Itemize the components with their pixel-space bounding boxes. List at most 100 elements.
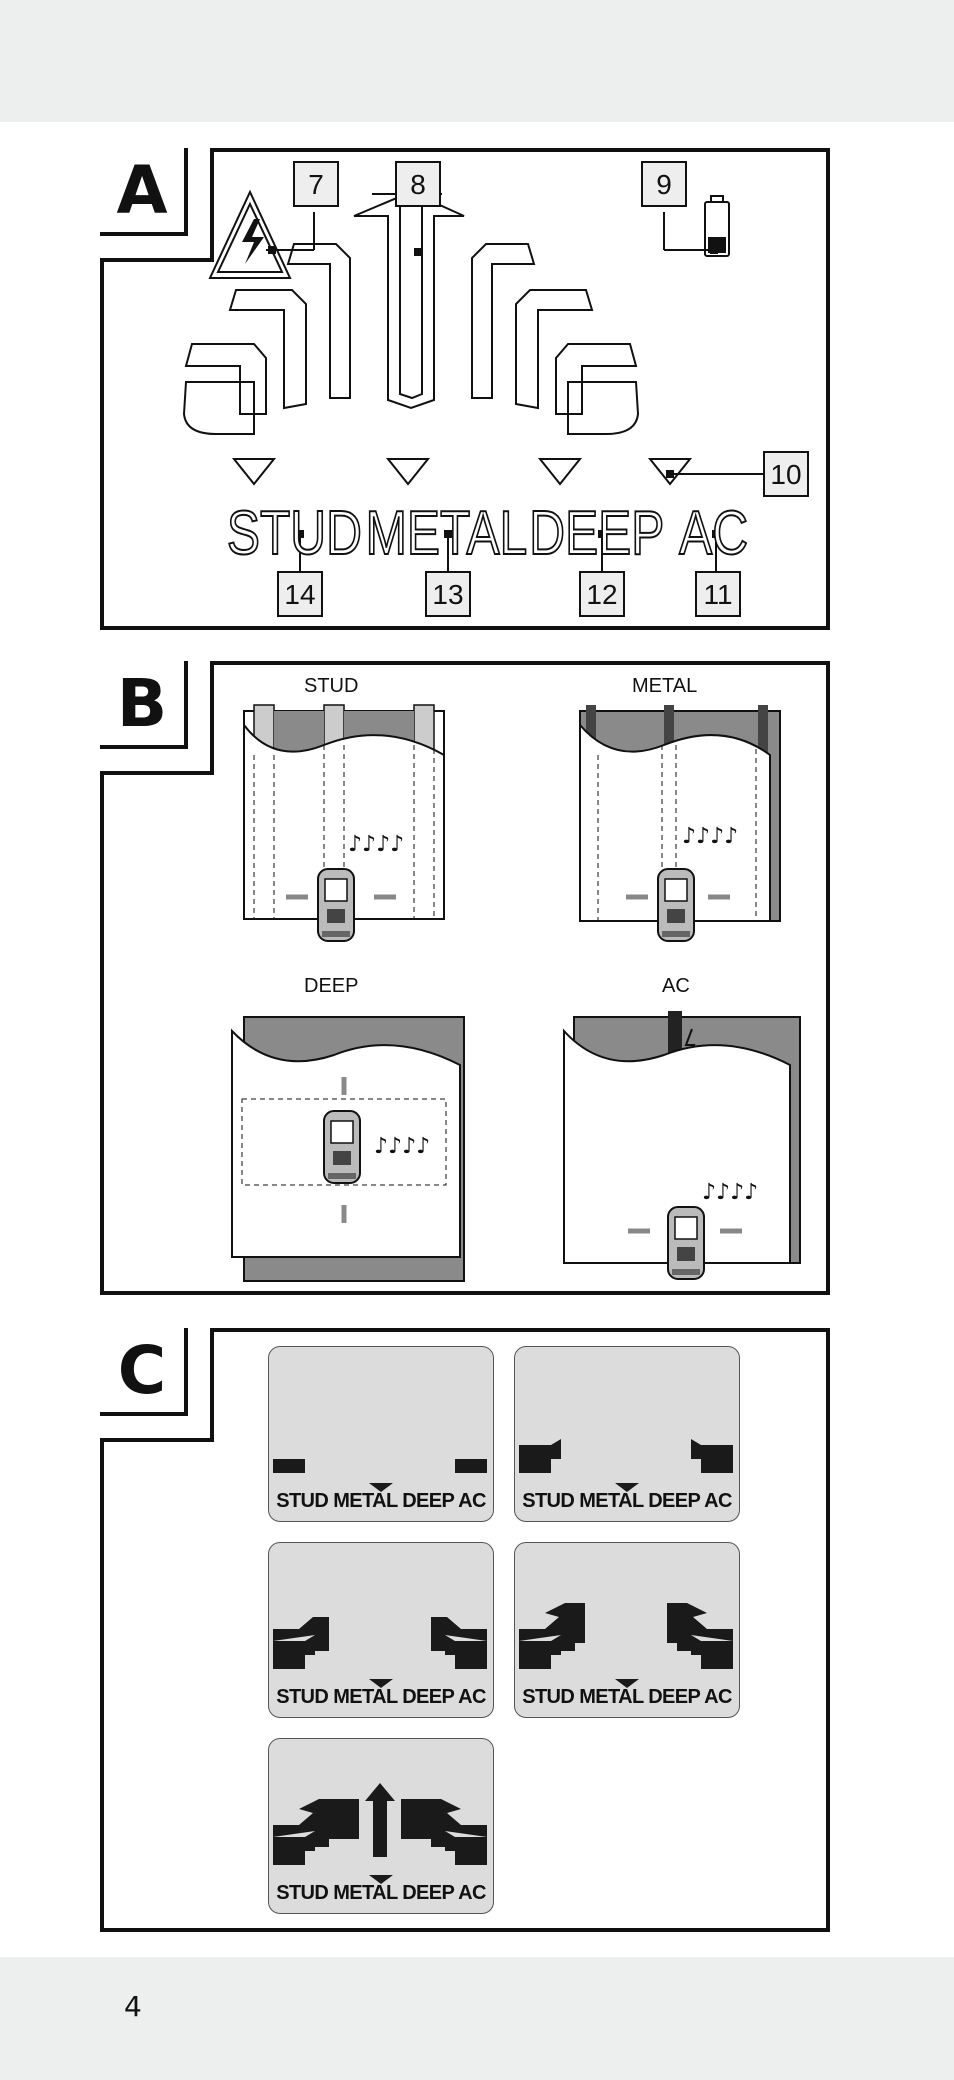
right-bar-1: [701, 1459, 733, 1473]
left-bar-1: [273, 1459, 305, 1473]
right-bar-2: [445, 1635, 487, 1655]
callout-12: 12: [586, 579, 617, 610]
mode-label-ac: AC: [662, 975, 690, 997]
callout-13-box: [425, 571, 471, 617]
metal-indicator: [385, 458, 431, 486]
deep-illustration: [231, 1016, 465, 1282]
callout-14: 14: [284, 579, 315, 610]
callout-13: 13: [432, 579, 463, 610]
lcd-label-stud: STUD: [227, 498, 362, 568]
stud-indicator: [231, 458, 277, 486]
lcd-display-diagram: 7 8 9 10 11 12 13 14 STUD METAL DEEP AC: [182, 161, 809, 617]
usage-illustrations: ♪♪♪♪: [231, 704, 801, 1282]
left-bar-3: [273, 1617, 329, 1651]
lcd-level-4: STUD METAL DEEP AC: [514, 1542, 740, 1718]
lcd-level-2: STUD METAL DEEP AC: [514, 1346, 740, 1522]
center-arrow: [365, 1783, 395, 1857]
lcd-segments: [273, 1459, 487, 1492]
callout-8-box: [395, 161, 441, 207]
callout-10: 10: [770, 459, 801, 490]
callout-7: 7: [308, 169, 324, 200]
left-bar-5: [339, 1799, 359, 1839]
callout-9-box: [641, 161, 687, 207]
mode-indicator-triangle: [369, 1679, 393, 1688]
battery-icon: [704, 195, 730, 257]
lcd-text: STUD METAL DEEP AC: [276, 1882, 486, 1904]
right-bar-1: [455, 1851, 487, 1865]
left-bar-3: [273, 1813, 329, 1847]
callout-8: 8: [410, 169, 426, 200]
right-segment-2: [515, 289, 594, 410]
left-bar-2: [273, 1635, 315, 1655]
left-bar-4: [545, 1603, 585, 1643]
figure-c-letter: C: [100, 1328, 188, 1416]
left-bar-4: [299, 1799, 339, 1839]
right-segment-1: [471, 243, 536, 399]
lcd-label-deep: DEEP: [529, 498, 664, 568]
lcd-level-5: STUD METAL DEEP AC: [268, 1738, 494, 1914]
figure-b-tab: B: [100, 661, 214, 775]
lcd-label-ac: AC: [679, 498, 748, 568]
left-bar-2: [519, 1635, 561, 1655]
lcd-text: STUD METAL DEEP AC: [276, 1686, 486, 1708]
lcd-segments: [273, 1617, 487, 1688]
right-bar-4: [421, 1799, 461, 1839]
callout-11-box: [695, 571, 741, 617]
figure-a-panel: A: [100, 148, 830, 630]
page-number: 4: [124, 1990, 142, 2023]
right-bar-5: [401, 1799, 421, 1839]
callout-10-box: [763, 451, 809, 497]
top-margin-band: [0, 0, 954, 122]
left-segment-1: [286, 243, 351, 399]
right-bar-3: [677, 1617, 733, 1651]
left-bar-3: [519, 1617, 575, 1651]
right-bar-1: [455, 1655, 487, 1669]
right-bar-4: [667, 1603, 707, 1643]
metal-illustration: [579, 705, 781, 942]
mode-label-deep: DEEP: [304, 975, 359, 997]
left-segment-4: [182, 381, 255, 435]
figure-b-panel: B STUD METAL DEEP AC ♪♪♪♪: [100, 661, 830, 1295]
left-segment-2: [228, 289, 307, 410]
right-bar-3: [431, 1813, 487, 1847]
mode-indicator-triangle: [615, 1483, 639, 1492]
lcd-level-1: STUD METAL DEEP AC: [268, 1346, 494, 1522]
mode-indicator-triangle: [369, 1875, 393, 1884]
figure-c-panel: C STUD METAL DEEP AC STUD METAL DEEP AC …: [100, 1328, 830, 1932]
lcd-level-3: STUD METAL DEEP AC: [268, 1542, 494, 1718]
callout-14-box: [277, 571, 323, 617]
callout-7-box: [293, 161, 339, 207]
left-bar-1: [519, 1655, 551, 1669]
right-bar-1: [701, 1655, 733, 1669]
right-bar-2: [445, 1831, 487, 1851]
stud-illustration: [243, 704, 445, 942]
left-bar-1: [519, 1459, 551, 1473]
right-bar-2: [691, 1635, 733, 1655]
mode-label-metal: METAL: [632, 675, 698, 697]
lcd-text: STUD METAL DEEP AC: [522, 1686, 732, 1708]
lcd-segments: [519, 1603, 733, 1688]
right-bar-1: [455, 1459, 487, 1473]
figure-b-letter: B: [100, 661, 188, 749]
mode-indicator-triangle: [615, 1679, 639, 1688]
figure-a-tab: A: [100, 148, 214, 262]
left-bar-2: [273, 1831, 315, 1851]
lcd-segments: [519, 1439, 733, 1492]
callout-9: 9: [656, 169, 672, 200]
ac-illustration: [563, 1011, 801, 1280]
right-segment-4: [567, 381, 640, 435]
deep-indicator: [537, 458, 583, 486]
bottom-margin-band: [0, 1957, 954, 2080]
callout-12-box: [579, 571, 625, 617]
ac-indicator: [647, 458, 693, 486]
mode-label-stud: STUD: [304, 675, 359, 697]
right-bar-2: [691, 1439, 733, 1459]
mode-indicator-triangle: [369, 1483, 393, 1492]
figure-a-letter: A: [100, 148, 188, 236]
left-bar-1: [273, 1851, 305, 1865]
left-bar-2: [519, 1439, 561, 1459]
center-arrow-segment: [372, 193, 442, 400]
high-voltage-warning-icon: [208, 189, 292, 279]
right-bar-3: [431, 1617, 487, 1651]
lcd-label-metal: METAL: [366, 498, 528, 568]
